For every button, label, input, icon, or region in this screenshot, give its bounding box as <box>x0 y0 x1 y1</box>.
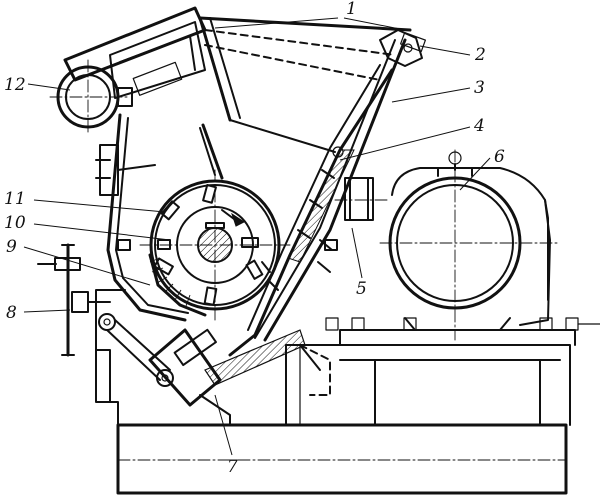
callout-7: 7 <box>227 457 238 477</box>
callout-leaders <box>23 17 491 456</box>
callout-2: 2 <box>474 45 486 65</box>
callout-10: 10 <box>4 213 26 233</box>
bearing-12 <box>49 59 133 136</box>
callout-11: 11 <box>4 189 26 209</box>
callout-5: 5 <box>356 279 367 299</box>
callout-12: 12 <box>4 75 26 95</box>
callout-6: 6 <box>494 147 505 167</box>
callout-3: 3 <box>474 78 485 98</box>
rotor <box>117 169 338 321</box>
motor <box>325 149 600 341</box>
callout-4: 4 <box>473 116 485 136</box>
callout-1: 1 <box>346 0 357 19</box>
callout-8: 8 <box>6 303 17 323</box>
breaker-plates <box>228 29 426 357</box>
base-frame <box>95 289 576 495</box>
callout-9: 9 <box>6 237 17 257</box>
callout-labels: 1 2 3 4 5 6 7 8 9 10 11 12 <box>4 0 505 477</box>
housing <box>63 6 412 322</box>
adjustment-mechanism <box>37 243 331 426</box>
